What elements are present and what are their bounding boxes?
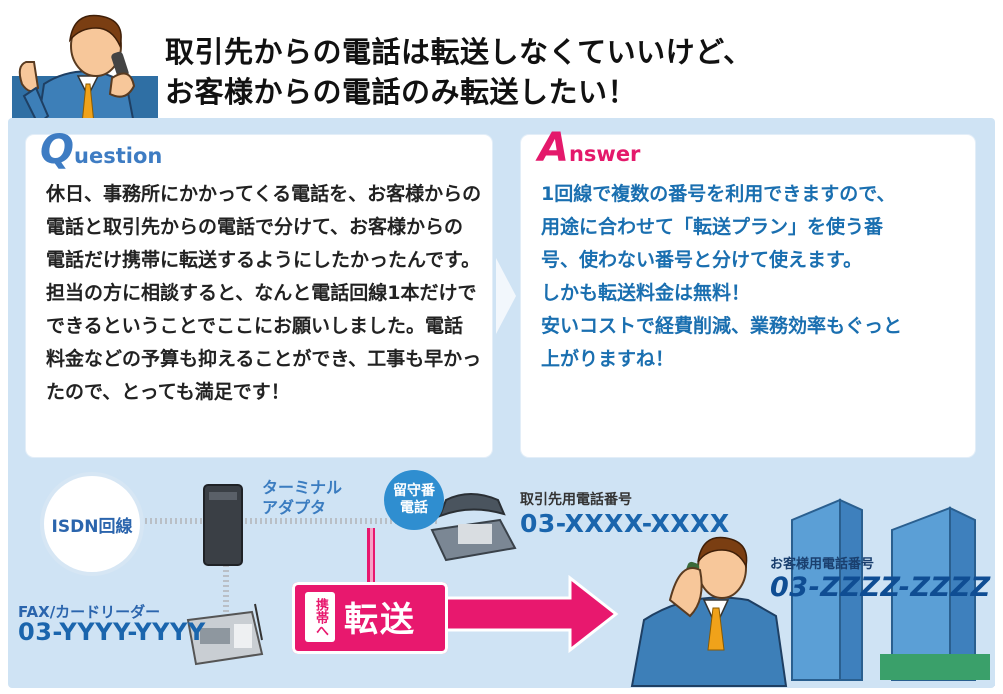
terminal-adapter-icon bbox=[203, 484, 243, 566]
office-buildings-illustration bbox=[791, 498, 990, 681]
headline-line1: 取引先からの電話は転送しなくていいけど、 bbox=[165, 35, 753, 69]
answer-title-rest: nswer bbox=[568, 142, 641, 166]
answer-card bbox=[521, 135, 975, 457]
answering-machine-badge: 留守番 電話 bbox=[384, 470, 444, 530]
question-card bbox=[26, 135, 492, 457]
arrow-right-icon bbox=[444, 574, 619, 654]
customer-number-label: お客様用電話番号 bbox=[770, 557, 875, 572]
headline: 取引先からの電話は転送しなくていいけど、 お客様からの電話のみ転送したい！ bbox=[165, 32, 753, 112]
fax-number: 03-YYYY-YYYY bbox=[18, 618, 206, 646]
question-title: Question bbox=[40, 127, 162, 173]
question-text: 休日、事務所にかかってくる電話を、お客様からの電話と取引先からの電話で分けて、お… bbox=[46, 183, 482, 403]
business-number-label: 取引先用電話番号 bbox=[520, 492, 632, 508]
fax-machine-icon bbox=[186, 603, 264, 666]
to-mobile-label: 携帯へ bbox=[305, 592, 335, 642]
question-title-initial: Q bbox=[40, 127, 75, 173]
headline-line2: お客様からの電話のみ転送したい！ bbox=[165, 75, 638, 109]
answer-text: 1回線で複数の番号を利用できますので、 用途に合わせて「転送プラン」を使う番 号… bbox=[541, 183, 903, 370]
isdn-line-label: ISDN回線 bbox=[44, 476, 140, 572]
question-title-rest: uestion bbox=[74, 144, 163, 168]
terminal-adapter-label: ターミナル アダプタ bbox=[262, 478, 343, 517]
chevron-right-icon bbox=[496, 258, 516, 334]
answer-title-initial: A bbox=[538, 125, 569, 171]
customer-businessman-illustration bbox=[630, 536, 788, 687]
header-businessman-illustration bbox=[12, 14, 158, 124]
fax-number-label: FAX/カードリーダー bbox=[18, 603, 161, 621]
answer-title: Answer bbox=[538, 125, 640, 171]
transfer-label: 転送 bbox=[344, 600, 416, 640]
answering-machine-icon bbox=[430, 493, 517, 562]
customer-number: 03-ZZZZ-ZZZZ bbox=[770, 572, 991, 603]
business-number: 03-XXXX-XXXX bbox=[520, 509, 730, 538]
